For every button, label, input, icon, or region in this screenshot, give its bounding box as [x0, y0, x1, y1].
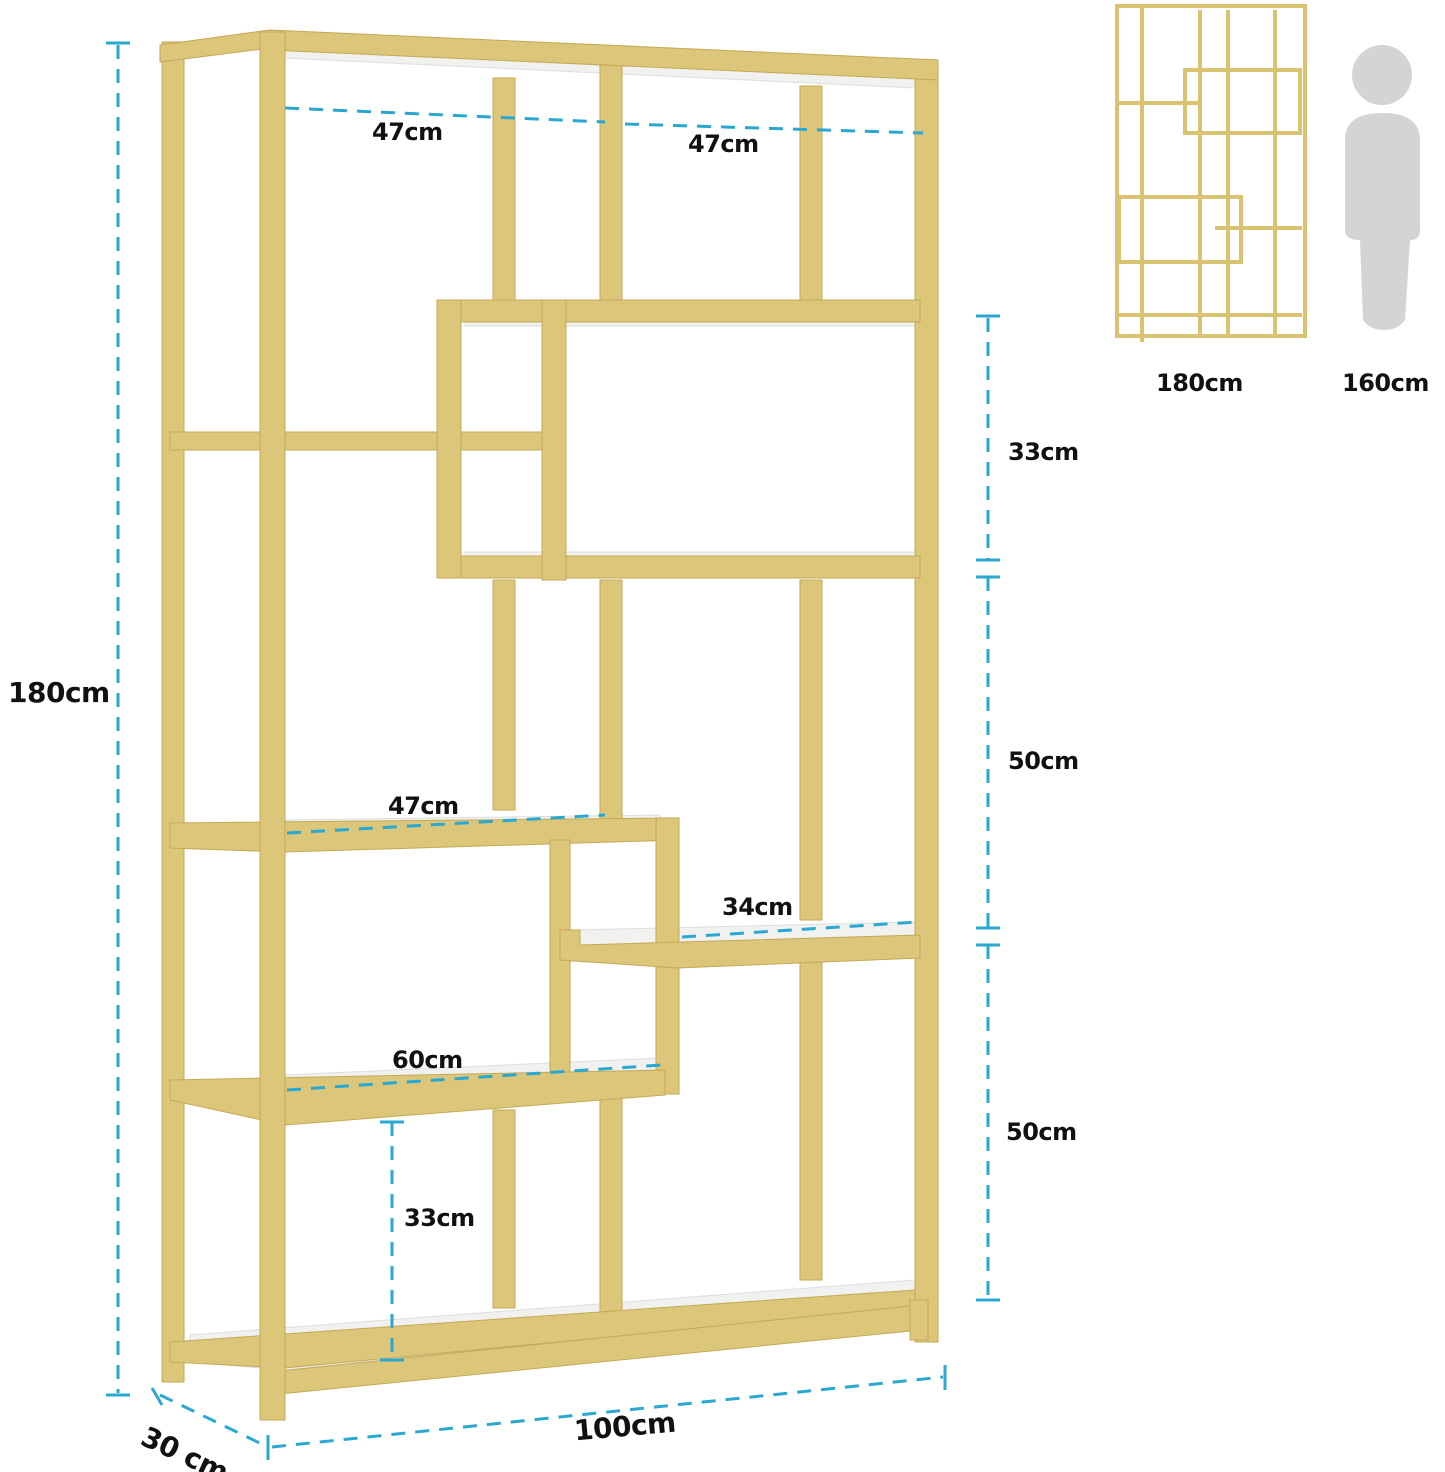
- lower-shelf-width-label: 60cm: [392, 1046, 463, 1074]
- person-height-label: 160cm: [1342, 369, 1429, 397]
- right-lower-height-label: 50cm: [1006, 1118, 1077, 1146]
- top-left-width-label: 47cm: [372, 118, 443, 146]
- dimension-ticks: [106, 41, 1000, 1460]
- dimension-lines: [116, 45, 990, 1449]
- middle-shelf-width-label: 47cm: [388, 792, 459, 820]
- right-middle-height-label: 50cm: [1008, 747, 1079, 775]
- total-height-label: 180cm: [8, 676, 110, 709]
- thumbnail-shelf: [1115, 4, 1307, 342]
- shelf-height-comparison-label: 180cm: [1156, 369, 1243, 397]
- small-shelf-width-label: 34cm: [722, 893, 793, 921]
- top-right-width-label: 47cm: [688, 130, 759, 158]
- frame: [159, 29, 939, 1421]
- right-upper-height-label: 33cm: [1008, 438, 1079, 466]
- person-silhouette-icon: [1345, 45, 1420, 330]
- bottom-gap-height-label: 33cm: [404, 1204, 475, 1232]
